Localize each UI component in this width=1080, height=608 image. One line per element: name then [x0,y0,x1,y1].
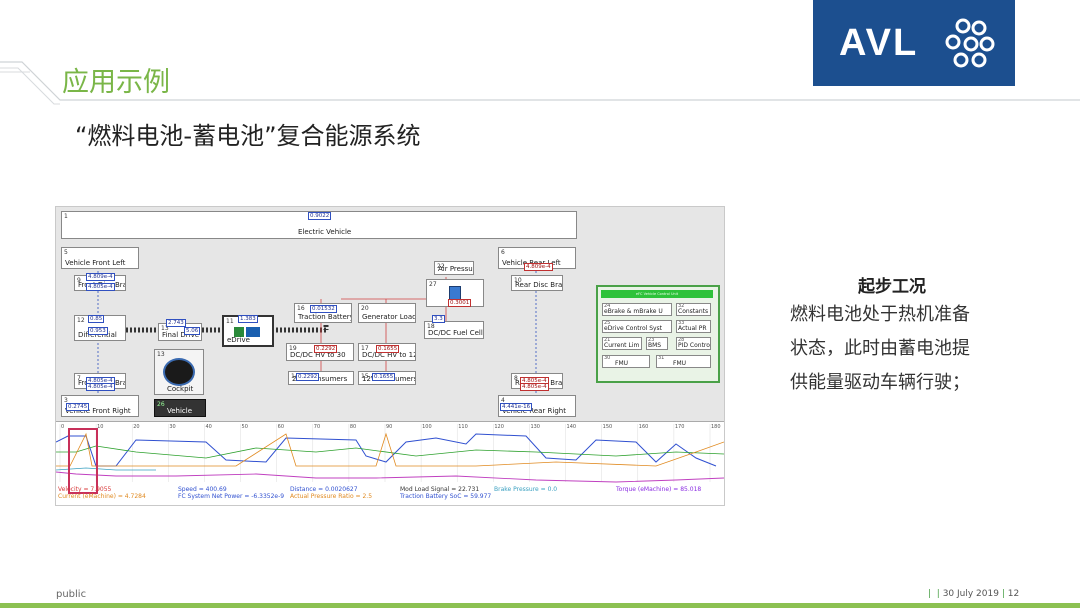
side-line: 燃料电池处于热机准备 [790,304,970,325]
avl-symbol-icon [945,18,995,68]
tag-value: 0.3001 [448,299,472,307]
slide-subtitle: “燃料电池-蓄电池”复合能源系统 [75,122,421,150]
tag-value: 4.805e-4 [520,383,549,391]
tag-value: 4.441e-16 [500,403,533,411]
x-tick-label: 110 [458,424,468,430]
legend-item: Mod Load Signal = 22.731 [400,486,480,493]
footer-info: | | 30 July 2019 | 12 [928,589,1020,599]
tag-value: 3.3 [432,315,445,323]
legend-item: Torque (eMachine) = 85.018 [616,486,702,493]
x-tick-label: 140 [567,424,577,430]
legend-item: Distance = 0.0020627 [290,486,358,493]
tag-value: 0.953 [88,327,108,335]
tag-value: 4.809e-4 [524,263,553,271]
side-heading: 起步工况 [858,277,926,297]
avl-logo: AVL [813,0,1015,86]
footer-page-number: 12 [1007,589,1020,599]
section-title: 应用示例 [62,67,170,98]
legend-item: Velocity = 7.9055 [58,486,112,493]
logo-wordmark: AVL [839,22,919,64]
x-tick-label: 50 [242,424,248,430]
x-tick-label: 60 [278,424,284,430]
legend-item: Current (eMachine) = 4.7284 [58,493,146,500]
signal-plot-canvas: 0 10 20 30 40 50 60 70 80 90 100 110 120 130 140 150 160… [56,424,724,483]
footer-classification: public [56,589,87,600]
x-tick-label: 160 [639,424,649,430]
x-tick-label: 0 [61,424,64,430]
x-tick-label: 30 [169,424,175,430]
signal-plot: 0 10 20 30 40 50 60 70 80 90 100 110 120 130 140 150 160… [56,421,724,505]
tag-value: 0.2745 [66,403,90,411]
bottom-accent-bar [0,603,1080,608]
tag-value: 4.809e-4 [86,273,115,281]
tag-value: 4.805e-4 [86,283,115,291]
x-tick-label: 150 [603,424,613,430]
block-cockpit[interactable]: 13 Cockpit [154,349,204,395]
tag-value: 2.743 [166,319,186,327]
tag-value: 0.2292 [314,345,338,353]
x-tick-label: 70 [314,424,320,430]
highlight-box [68,428,98,494]
x-tick-label: 90 [386,424,392,430]
control-panel-header: eFC Vehicle Control Unit [601,290,713,298]
tag-value: 4.805e-4 [86,383,115,391]
x-tick-label: 170 [675,424,685,430]
legend-item: FC System Net Power = -6.3352e-9 [178,493,285,500]
legend-item: Speed = 400.69 [178,486,227,493]
side-description: 燃料电池处于热机准备 状态，此时由蓄电池提 供能量驱动车辆行驶； [790,298,1010,400]
tag-value: 0.85 [88,315,105,323]
side-line: 状态，此时由蓄电池提 [790,338,970,359]
legend-item: Brake Pressure = 0.0 [494,486,558,493]
x-tick-label: 120 [494,424,504,430]
tag-value: 0.01532 [310,305,337,313]
legend-item: Actual Pressure Ratio = 2.5 [290,493,373,500]
tag-value: 0.1655 [372,373,396,381]
x-tick-label: 20 [133,424,139,430]
x-tick-label: 180 [711,424,721,430]
x-tick-label: 80 [350,424,356,430]
tag-value: 0.9022 [308,212,332,220]
side-line: 供能量驱动车辆行驶； [790,372,970,393]
block-vehicle[interactable]: 26 Vehicle [154,399,206,417]
tag-value: 0.1655 [376,345,400,353]
tag-value: 0.2292 [296,373,320,381]
tag-value: 1.383 [238,315,258,323]
x-tick-label: 40 [205,424,211,430]
tag-value: 5.06 [184,327,201,335]
x-tick-label: 10 [97,424,103,430]
x-tick-label: 130 [530,424,540,430]
x-tick-label: 100 [422,424,432,430]
footer-date: 30 July 2019 [942,589,999,599]
steering-wheel-icon [163,358,195,386]
legend-item: Traction Battery SoC = 59.977 [400,493,492,500]
